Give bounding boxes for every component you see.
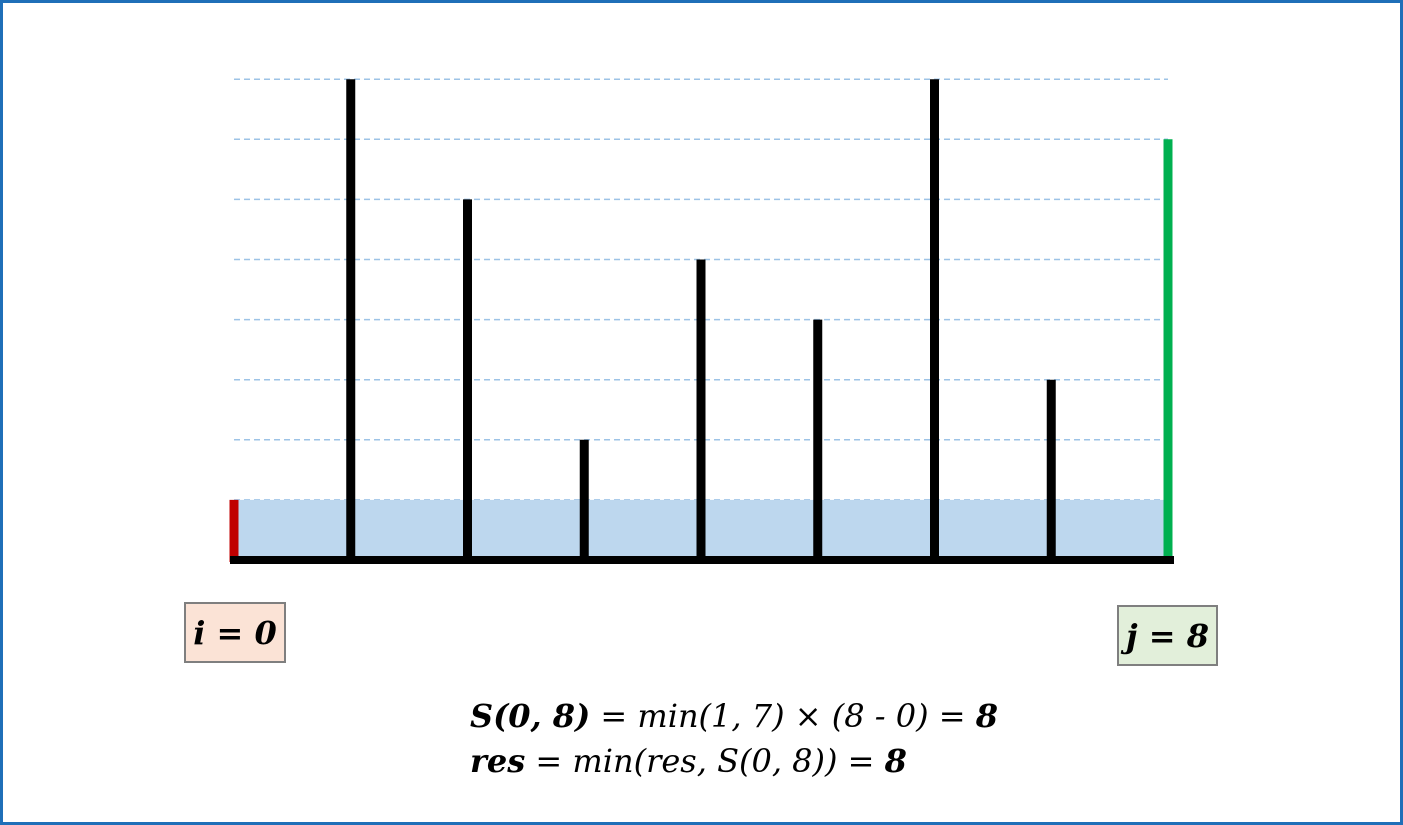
result-formula-head: res xyxy=(470,742,526,780)
result-formula-body: = min(res, S(0, 8)) = xyxy=(525,742,885,780)
bars xyxy=(229,79,1173,562)
area-formula-result: 8 xyxy=(975,697,998,735)
right-pointer-label: j = 8 xyxy=(1117,605,1218,666)
left-pointer-text: i = 0 xyxy=(193,613,277,652)
area-formula-body: = min(1, 7) × (8 - 0) = xyxy=(590,697,976,735)
result-formula-result: 8 xyxy=(884,742,907,780)
right-pointer-text: j = 8 xyxy=(1126,616,1209,655)
left-pointer-label: i = 0 xyxy=(184,602,286,663)
area-formula-head: S(0, 8) xyxy=(470,697,591,735)
result-formula: res = min(res, S(0, 8)) = 8 xyxy=(470,745,907,777)
area-formula: S(0, 8) = min(1, 7) × (8 - 0) = 8 xyxy=(470,700,998,732)
